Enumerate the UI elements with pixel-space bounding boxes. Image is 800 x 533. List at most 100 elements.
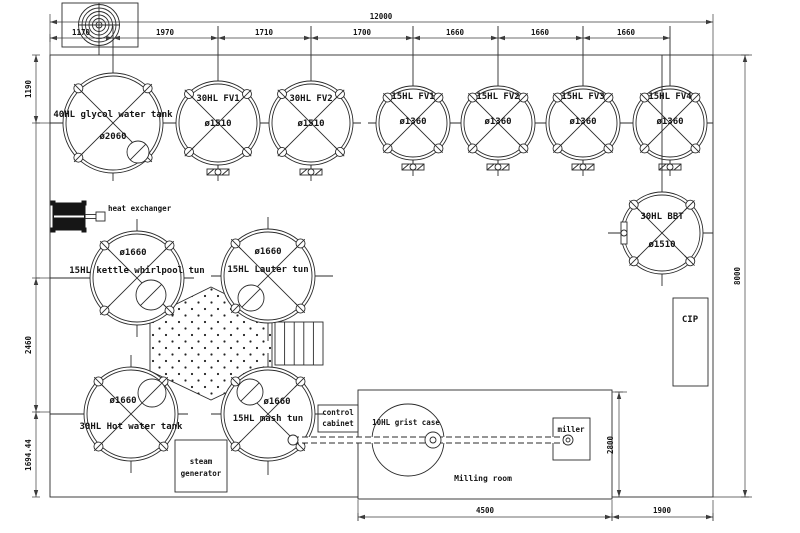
dimension-label: 1660 bbox=[617, 28, 636, 37]
control-cabinet-label-2: cabinet bbox=[322, 419, 354, 428]
dimension-arrow bbox=[706, 514, 713, 520]
dimension-arrow bbox=[358, 514, 365, 520]
dimension-arrow bbox=[211, 35, 218, 41]
tank-shell-inner bbox=[223, 369, 313, 459]
dimension-label: 1190 bbox=[24, 79, 33, 98]
dimension-label: 1970 bbox=[156, 28, 175, 37]
tank-15hl-fv3: 15HL FV3 ø1360 bbox=[538, 26, 628, 176]
tank-diameter-label: ø1660 bbox=[263, 397, 290, 407]
dimension-label: 1694.44 bbox=[24, 439, 33, 471]
dimension-arrow bbox=[50, 19, 57, 25]
tank-name-label: 15HL FV2 bbox=[476, 92, 519, 102]
dimension-arrow bbox=[311, 35, 318, 41]
tank-shell-inner bbox=[65, 75, 161, 171]
dimension-arrow bbox=[33, 278, 39, 285]
tank-diameter-label: ø1660 bbox=[254, 247, 281, 257]
ventilation-fan bbox=[61, 2, 139, 55]
tank-diameter-label: ø1360 bbox=[484, 117, 511, 127]
dimension-arrow bbox=[406, 35, 413, 41]
tank-shell-inner bbox=[86, 369, 176, 459]
dimension-arrow bbox=[706, 19, 713, 25]
tank-30hl-hot-water: 30HL Hot water tank ø1660 bbox=[50, 355, 188, 473]
tank-40hl-glycol-water: 40HL glycol water tank ø2060 bbox=[50, 26, 173, 181]
dimension-arrow bbox=[616, 490, 622, 497]
dimension-label: 1700 bbox=[353, 28, 372, 37]
tank-diameter-label: ø1510 bbox=[648, 240, 675, 250]
dimension-label: 1710 bbox=[255, 28, 274, 37]
dimension-arrow bbox=[612, 514, 619, 520]
tank-diameter-label: ø1660 bbox=[119, 248, 146, 258]
dimension-arrow bbox=[576, 35, 583, 41]
dimension-arrow bbox=[106, 35, 113, 41]
tank-valve bbox=[206, 165, 230, 176]
tank-lauter-tun: 15HL Lauter tun ø1660 bbox=[211, 217, 333, 341]
heat-exchanger-label: heat exchanger bbox=[108, 204, 172, 213]
dimension-arrow bbox=[616, 392, 622, 399]
dimension-arrow bbox=[491, 35, 498, 41]
tank-diameter-label: ø1510 bbox=[297, 119, 324, 129]
steam-generator: steam generator bbox=[174, 439, 228, 493]
dimension-label: 2460 bbox=[24, 335, 33, 354]
dimension-label: 1660 bbox=[446, 28, 465, 37]
tank-name-label: 15HL mash tun bbox=[233, 414, 303, 424]
dimension-arrow bbox=[33, 55, 39, 62]
tank-name-label: 30HL BBT bbox=[640, 212, 684, 222]
dimension-arrow bbox=[33, 412, 39, 419]
tanks: 40HL glycol water tank ø2060 30HL FV1 ø1510… bbox=[50, 26, 713, 475]
dimension-arrow bbox=[413, 35, 420, 41]
tank-shell-inner bbox=[635, 88, 705, 158]
dimension-arrow bbox=[113, 35, 120, 41]
tank-valve bbox=[299, 165, 323, 176]
tank-diameter-label: ø1660 bbox=[109, 396, 136, 406]
tank-valve bbox=[486, 160, 510, 171]
dimension-label: 1660 bbox=[531, 28, 550, 37]
dimension-arrow bbox=[50, 35, 57, 41]
dimension-arrow bbox=[218, 35, 225, 41]
tank-diameter-label: ø1510 bbox=[204, 119, 231, 129]
dimension-arrow bbox=[605, 514, 612, 520]
dimension-arrow bbox=[498, 35, 505, 41]
tank-15hl-fv4: 15HL FV4 ø1360 bbox=[625, 26, 713, 176]
dimension-label: 1170 bbox=[72, 28, 91, 37]
cip-station: CIP bbox=[672, 297, 709, 387]
tank-valve bbox=[617, 221, 628, 245]
dimension-arrow bbox=[742, 490, 748, 497]
tank-shell-inner bbox=[92, 233, 182, 323]
tank-name-label: 15HL Lauter tun bbox=[227, 265, 308, 275]
tank-name-label: 30HL FV2 bbox=[289, 94, 332, 104]
dimension-arrow bbox=[583, 35, 590, 41]
tank-15hl-fv2: 15HL FV2 ø1360 bbox=[453, 26, 543, 176]
tank-name-label: 15HL FV3 bbox=[561, 92, 604, 102]
dimension-arrow bbox=[33, 490, 39, 497]
tank-diameter-label: ø1360 bbox=[569, 117, 596, 127]
dimension-arrow bbox=[663, 35, 670, 41]
miller-label: miller bbox=[557, 425, 585, 434]
dimension-arrow bbox=[742, 55, 748, 62]
dimension-label: 4500 bbox=[476, 506, 495, 515]
control-cabinet: control cabinet bbox=[317, 404, 359, 433]
tank-valve bbox=[571, 160, 595, 171]
dimension-label: 8000 bbox=[733, 266, 742, 285]
dimension-label: 1900 bbox=[653, 506, 672, 515]
tank-name-label: 40HL glycol water tank bbox=[53, 110, 173, 120]
tank-shell-inner bbox=[548, 88, 618, 158]
dimension-arrow bbox=[33, 405, 39, 412]
control-cabinet-label-1: control bbox=[322, 408, 354, 417]
tank-name-label: 15HL FV4 bbox=[648, 92, 692, 102]
dimension-arrow bbox=[304, 35, 311, 41]
tank-valve bbox=[658, 160, 682, 171]
tank-shell-inner bbox=[378, 88, 448, 158]
tank-name-label: 30HL FV1 bbox=[196, 94, 239, 104]
tank-30hl-bbt: 30HL BBT ø1510 bbox=[608, 55, 713, 286]
tank-name-label: 30HL Hot water tank bbox=[80, 422, 184, 432]
steam-generator-label-1: steam bbox=[190, 457, 213, 466]
tank-diameter-label: ø2060 bbox=[99, 132, 126, 142]
tank-diameter-label: ø1360 bbox=[399, 117, 426, 127]
platform-stairs bbox=[274, 321, 324, 366]
tank-diameter-label: ø1360 bbox=[656, 117, 683, 127]
